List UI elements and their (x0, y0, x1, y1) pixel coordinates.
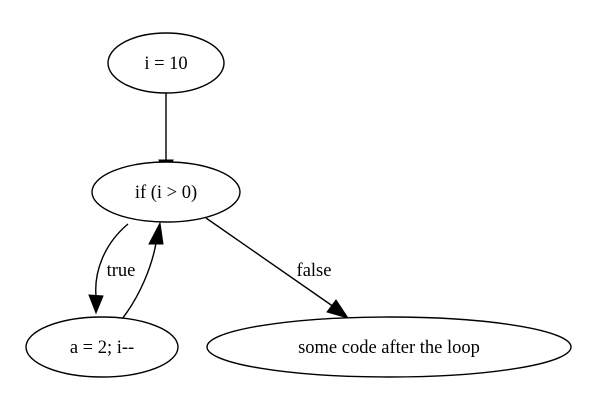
node-init: i = 10 (107, 32, 225, 94)
edge-cond-to-after-false (205, 217, 350, 319)
edge-body-to-cond (121, 221, 164, 320)
node-body: a = 2; i-- (25, 316, 179, 378)
edge-label-false: false (297, 261, 332, 281)
node-after-label: some code after the loop (298, 338, 480, 358)
node-after: some code after the loop (206, 316, 572, 378)
edge-label-true: true (107, 261, 136, 281)
edge-cond-to-body-true (88, 223, 129, 315)
node-cond-label: if (i > 0) (135, 183, 197, 203)
node-init-label: i = 10 (144, 54, 187, 74)
node-body-label: a = 2; i-- (70, 338, 134, 358)
node-cond: if (i > 0) (91, 161, 241, 223)
